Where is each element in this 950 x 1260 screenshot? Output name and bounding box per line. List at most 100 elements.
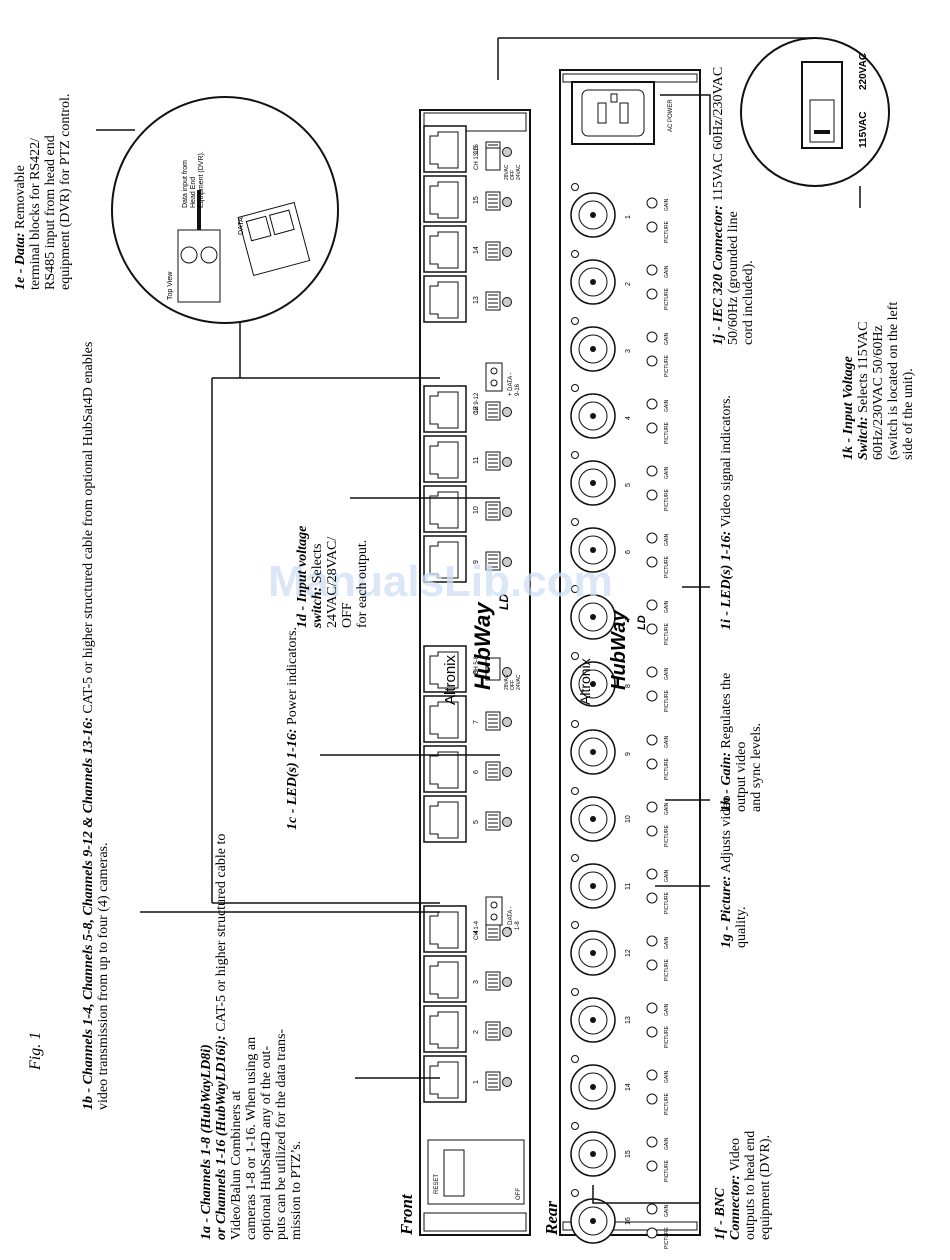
picture-knob[interactable] xyxy=(646,1093,658,1105)
picture-knob[interactable] xyxy=(646,355,658,367)
callout-1d: 1d - Input voltageswitch: Selects24VAC/2… xyxy=(295,526,370,629)
front-channel: 14 xyxy=(423,225,512,273)
picture-label: PICTURE xyxy=(664,689,670,712)
leader-1e-top xyxy=(497,37,815,80)
data-terminal[interactable]: + DATA -1-8 xyxy=(485,896,521,930)
picture-knob[interactable] xyxy=(646,556,658,568)
voltage-selector[interactable] xyxy=(485,147,501,171)
rear-channel-number: 14 xyxy=(625,1083,632,1091)
front-channel: 10 xyxy=(423,485,512,533)
voltage-selector[interactable] xyxy=(485,761,501,781)
voltage-selector[interactable] xyxy=(485,711,501,731)
ac-power-label: AC POWER xyxy=(668,99,674,132)
gain-knob[interactable] xyxy=(646,801,658,813)
voltage-selector[interactable] xyxy=(485,1071,501,1091)
voltage-selector[interactable] xyxy=(485,811,501,831)
rear-brand: Altronix HubWay LD xyxy=(577,609,648,705)
bnc-pin xyxy=(590,346,596,352)
callout-line: cord included). xyxy=(741,260,756,345)
gain-label: GAIN xyxy=(664,600,670,613)
voltage-selector[interactable] xyxy=(485,401,501,421)
picture-knob[interactable] xyxy=(646,1227,658,1239)
callout-line: 1h - Gain: Regulates the xyxy=(719,673,734,812)
front-brand: Altronix HubWay LD xyxy=(442,594,511,705)
callout-line: optional HubSat4D any of the out- xyxy=(259,1046,274,1240)
gain-label: GAIN xyxy=(664,1003,670,1016)
callout-line: and sync levels. xyxy=(749,723,764,812)
gain-knob[interactable] xyxy=(646,1203,658,1215)
gain-knob[interactable] xyxy=(646,398,658,410)
picture-knob[interactable] xyxy=(646,758,658,770)
reset-switch[interactable] xyxy=(427,1139,525,1205)
voltage-selector[interactable] xyxy=(485,191,501,211)
gain-label: GAIN xyxy=(664,1204,670,1217)
voltage-selector[interactable] xyxy=(485,657,501,681)
voltage-selector[interactable] xyxy=(485,451,501,471)
callout-1a: 1a - Channels 1-8 (HubWayLD8i)or Channel… xyxy=(199,834,304,1240)
front-channel-number: 3 xyxy=(473,980,480,984)
rj45-port[interactable] xyxy=(423,225,467,273)
voltage-selector[interactable] xyxy=(485,501,501,521)
rj45-port-outline xyxy=(429,701,459,739)
gain-knob[interactable] xyxy=(646,264,658,276)
rear-panel-ear-bottom xyxy=(562,1221,698,1231)
picture-knob[interactable] xyxy=(646,623,658,635)
picture-knob[interactable] xyxy=(646,489,658,501)
callout-body: 24VAC/28VAC/ xyxy=(325,537,340,628)
callout-body: optional HubSat4D any of the out- xyxy=(259,1046,274,1240)
gain-knob[interactable] xyxy=(646,197,658,209)
voltage-selector[interactable] xyxy=(485,1021,501,1041)
gain-knob[interactable] xyxy=(646,599,658,611)
front-channel: 7 xyxy=(423,695,512,743)
front-channel-number: 6 xyxy=(473,770,480,774)
callout-body: 50/60Hz (grounded line xyxy=(726,211,741,345)
picture-knob[interactable] xyxy=(646,221,658,233)
reset-switch-rocker[interactable] xyxy=(443,1149,465,1197)
data-label: DATA xyxy=(238,217,245,235)
picture-knob[interactable] xyxy=(646,690,658,702)
picture-knob[interactable] xyxy=(646,422,658,434)
gain-knob[interactable] xyxy=(646,532,658,544)
callout-title: 1b - Channels 1-4, Channels 5-8, Channel… xyxy=(81,717,96,1110)
gain-label: GAIN xyxy=(664,198,670,211)
data-terminal-inset: Top View DATA Data input from Head End E… xyxy=(111,96,339,324)
voltage-selector[interactable] xyxy=(485,971,501,991)
callout-1b: 1b - Channels 1-4, Channels 5-8, Channel… xyxy=(81,342,111,1110)
picture-label: PICTURE xyxy=(664,1226,670,1249)
picture-knob[interactable] xyxy=(646,825,658,837)
picture-knob[interactable] xyxy=(646,1026,658,1038)
gain-knob[interactable] xyxy=(646,1136,658,1148)
picture-knob[interactable] xyxy=(646,892,658,904)
gain-knob[interactable] xyxy=(646,868,658,880)
rj45-port-outline xyxy=(429,441,459,479)
gain-knob[interactable] xyxy=(646,331,658,343)
picture-knob[interactable] xyxy=(646,288,658,300)
data-terminal[interactable]: + DATA -9-16 xyxy=(485,362,521,396)
voltage-selector[interactable] xyxy=(485,291,501,311)
voltage-selector[interactable] xyxy=(485,241,501,261)
callout-line: mission to PTZ’s. xyxy=(289,1141,304,1240)
rear-brand-product: HubWay xyxy=(608,609,630,690)
rear-channel-number: 6 xyxy=(625,550,632,554)
callout-body: Adjusts video xyxy=(719,796,734,876)
rear-brand-name: Altronix xyxy=(577,658,593,705)
voltage-selector[interactable] xyxy=(485,551,501,571)
callout-line: outputs to head end xyxy=(743,1131,758,1240)
group-label: CH 9-12 xyxy=(474,392,480,415)
gain-knob[interactable] xyxy=(646,1002,658,1014)
front-channel-number: 12 xyxy=(473,406,480,414)
picture-knob[interactable] xyxy=(646,959,658,971)
gain-knob[interactable] xyxy=(646,935,658,947)
gain-knob[interactable] xyxy=(646,1069,658,1081)
rj45-port[interactable] xyxy=(423,385,467,433)
rear-channel-number: 10 xyxy=(625,815,632,823)
bnc-pin xyxy=(590,883,596,889)
picture-knob[interactable] xyxy=(646,1160,658,1172)
gain-knob[interactable] xyxy=(646,465,658,477)
gain-knob[interactable] xyxy=(646,666,658,678)
callout-body: output video xyxy=(734,742,749,812)
gain-knob[interactable] xyxy=(646,734,658,746)
